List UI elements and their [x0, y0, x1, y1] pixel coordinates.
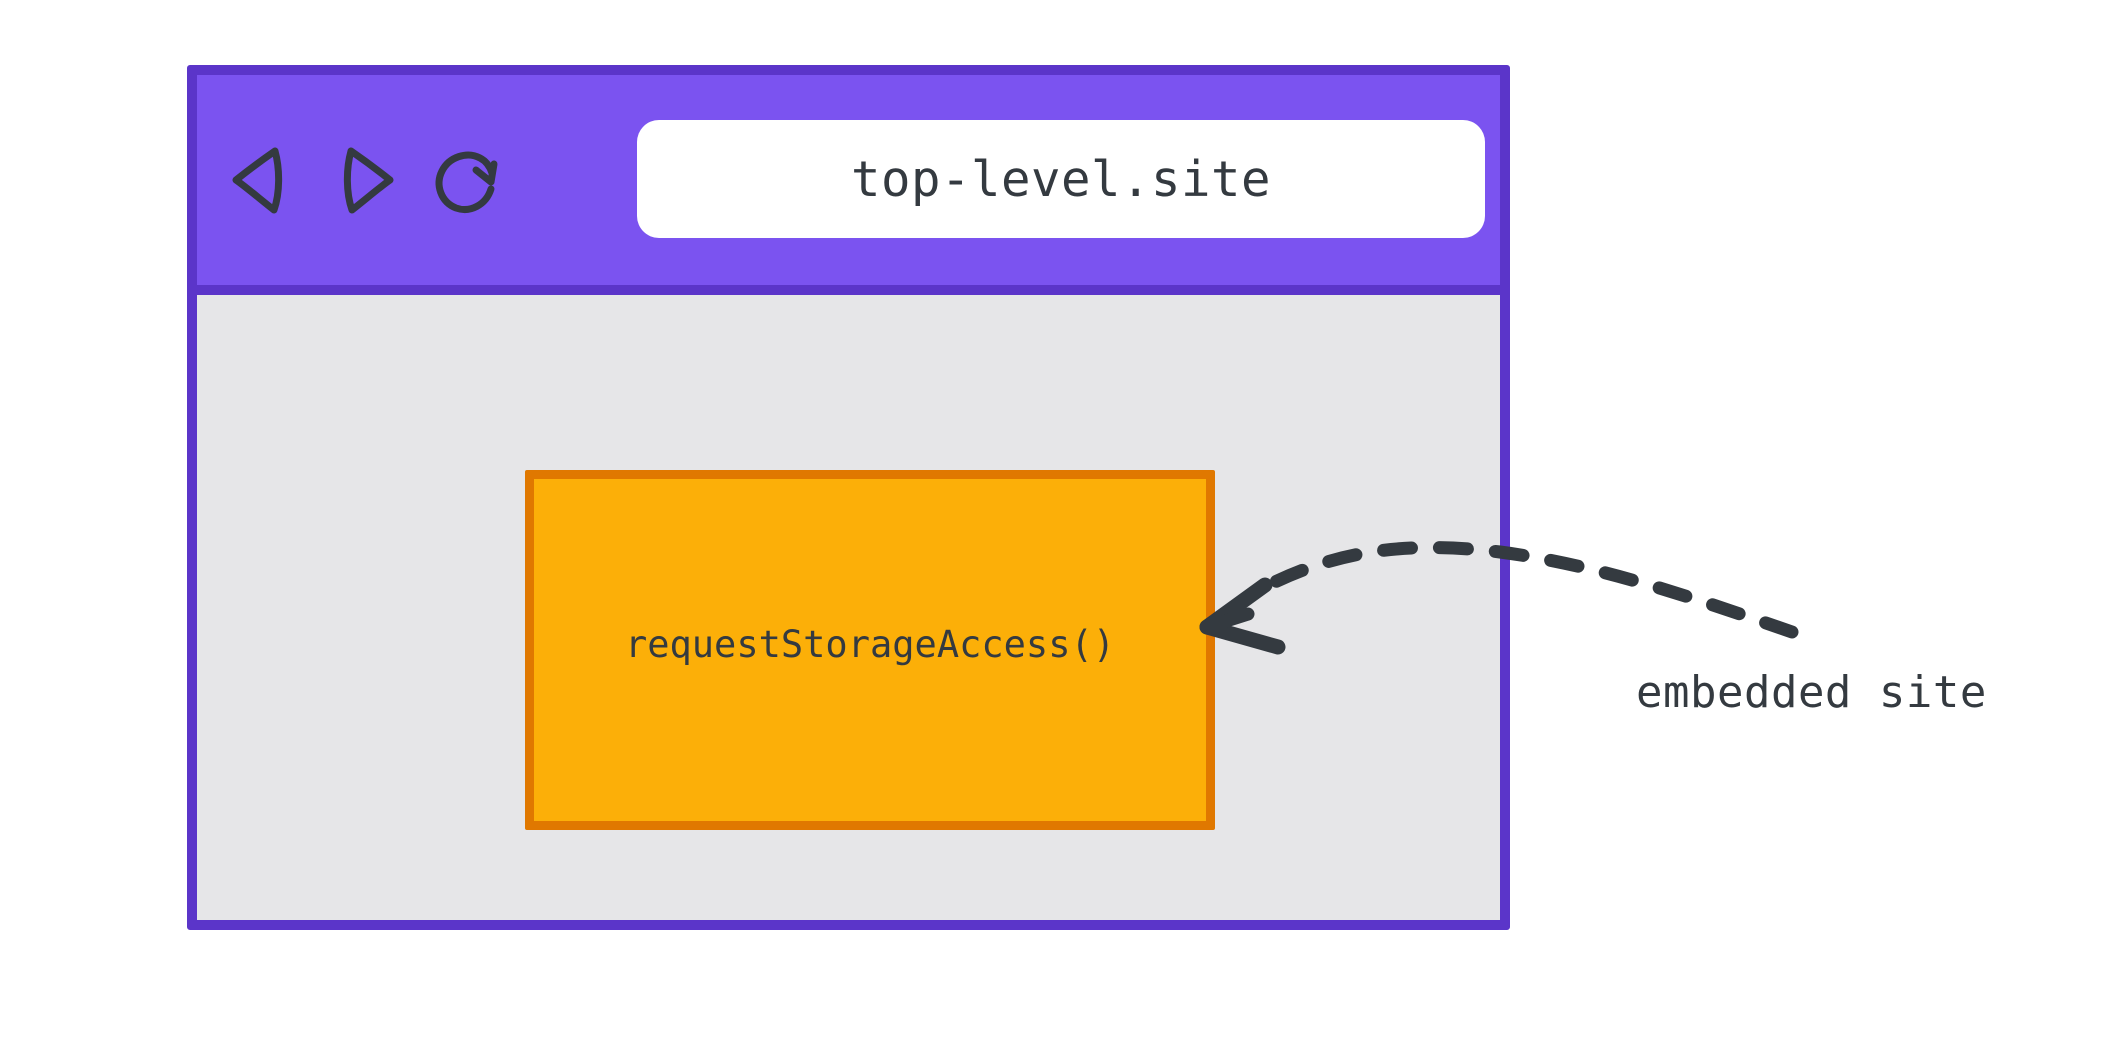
url-text: top-level.site	[850, 150, 1271, 208]
browser-toolbar: top-level.site	[197, 75, 1500, 295]
browser-content-area: requestStorageAccess()	[197, 295, 1500, 920]
forward-icon[interactable]	[328, 143, 402, 217]
embedded-site-frame[interactable]: requestStorageAccess()	[525, 470, 1215, 830]
browser-window: top-level.site requestStorageAccess()	[187, 65, 1510, 930]
request-storage-access-label: requestStorageAccess()	[624, 622, 1116, 666]
url-bar[interactable]: top-level.site	[637, 120, 1485, 238]
navigation-icon-group	[224, 143, 506, 217]
embedded-site-annotation-label: embedded site	[1636, 667, 1987, 718]
reload-icon[interactable]	[432, 143, 506, 217]
back-icon[interactable]	[224, 143, 298, 217]
